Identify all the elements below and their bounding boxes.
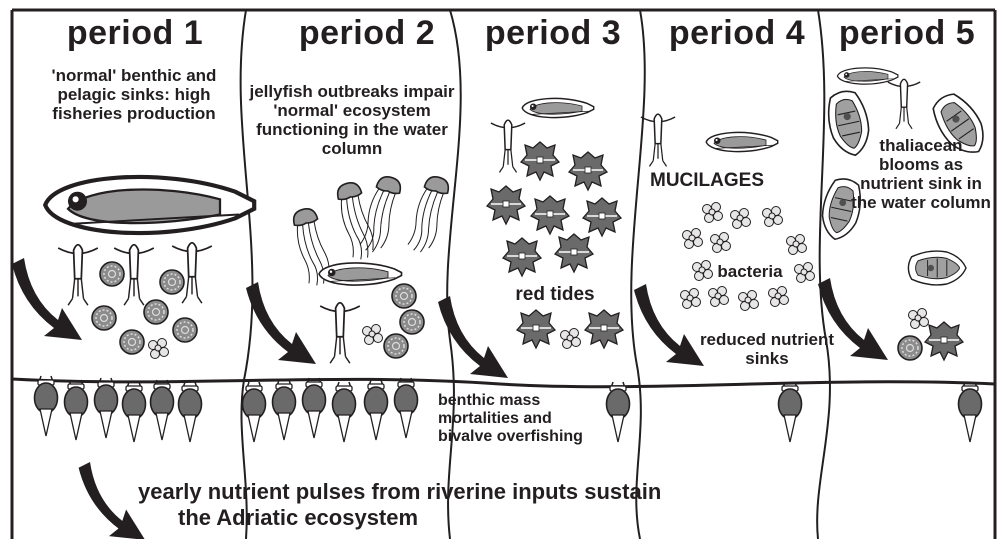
phytoplankton-icon: [160, 270, 184, 294]
dinoflagellate-icon: [503, 238, 541, 276]
bacteria-icon: [763, 207, 783, 227]
dinoflagellate-icon: [517, 310, 555, 348]
dinoflagellate-icon: [521, 142, 559, 180]
phytoplankton-icon: [400, 310, 424, 334]
phytoplankton-icon: [384, 334, 408, 358]
phytoplankton-icon: [92, 306, 116, 330]
bacteria-icon: [909, 309, 929, 329]
phytoplankton-icon: [100, 262, 124, 286]
dinoflagellate-icon: [487, 186, 525, 224]
bacteria-icon: [731, 209, 751, 229]
bottom-caption-line-2: the Adriatic ecosystem: [178, 506, 678, 531]
bacteria-label: bacteria: [700, 262, 800, 281]
bacteria-icon: [739, 291, 759, 311]
bacteria-icon: [703, 203, 723, 223]
dinoflagellate-icon: [531, 196, 569, 234]
dinoflagellate-icon: [585, 310, 623, 348]
bacteria-icon: [681, 289, 701, 309]
bacteria-icon: [149, 339, 169, 359]
period-2-description: jellyfish outbreaks impair 'normal' ecos…: [248, 82, 456, 158]
dinoflagellate-icon: [569, 152, 607, 190]
dinoflagellate-icon: [925, 322, 963, 360]
period-4-title: period 4: [652, 14, 822, 52]
phytoplankton-icon: [144, 300, 168, 324]
reduced-sinks-label: reduced nutrient sinks: [692, 330, 842, 368]
benthic-note: benthic mass mortalities and bivalve ove…: [438, 392, 588, 446]
period-3-description: red tides: [500, 284, 610, 305]
bacteria-icon: [363, 325, 383, 345]
period-5-description: thaliacean blooms as nutrient sink in th…: [848, 136, 994, 212]
phytoplankton-icon: [392, 284, 416, 308]
bacteria-icon: [709, 287, 729, 307]
phytoplankton-icon: [120, 330, 144, 354]
bacteria-icon: [711, 233, 731, 253]
period-5-title: period 5: [822, 14, 992, 52]
period-3-title: period 3: [468, 14, 638, 52]
period-2-title: period 2: [282, 14, 452, 52]
bacteria-icon: [683, 229, 703, 249]
period-1-title: period 1: [50, 14, 220, 52]
phytoplankton-icon: [898, 336, 922, 360]
period-4-description: MUCILAGES: [632, 170, 782, 191]
bottom-caption-line-1: yearly nutrient pulses from riverine inp…: [138, 480, 878, 505]
dinoflagellate-icon: [555, 234, 593, 272]
period-1-description: 'normal' benthic and pelagic sinks: high…: [44, 66, 224, 123]
bacteria-icon: [787, 235, 807, 255]
bacteria-icon: [769, 287, 789, 307]
bacteria-icon: [561, 329, 581, 349]
phytoplankton-icon: [173, 318, 197, 342]
dinoflagellate-icon: [583, 198, 621, 236]
